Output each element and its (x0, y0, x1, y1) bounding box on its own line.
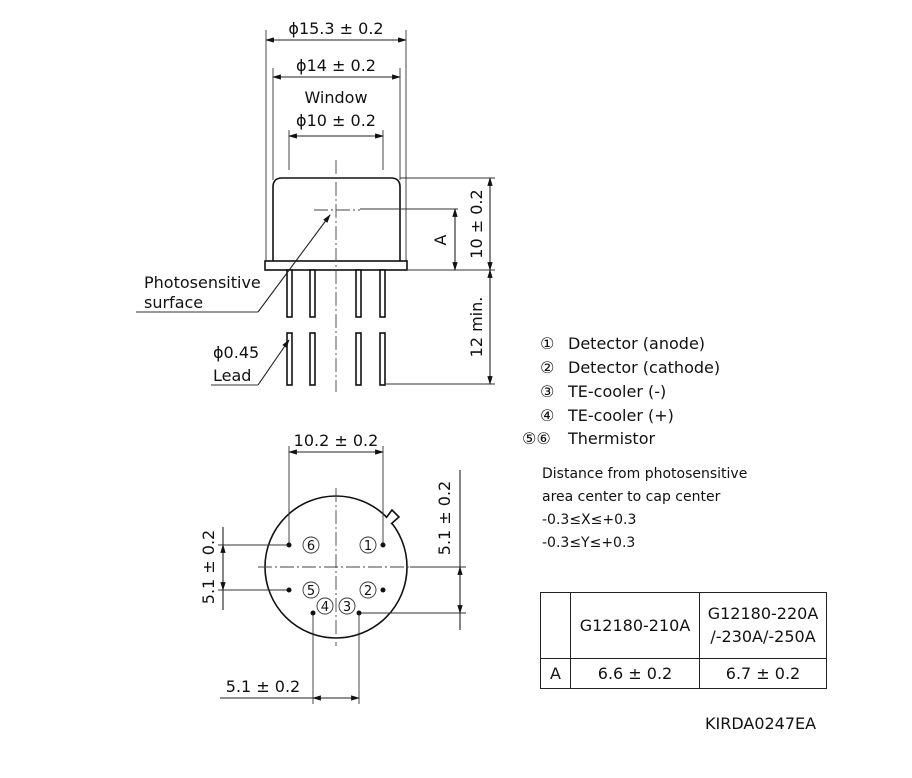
cap-body (272, 177, 401, 264)
svg-text:3: 3 (343, 600, 351, 615)
dim-pitch-x-text: 10.2 ± 0.2 (294, 431, 379, 450)
table-value-210a: 6.6 ± 0.2 (570, 658, 700, 689)
side-view: ϕ15.3 ± 0.2 ϕ14 ± 0.2 Window ϕ10 ± 0.2 A… (136, 19, 495, 392)
legend-item-5: ⑤⑥ Thermistor (522, 429, 655, 448)
dim-window-text: ϕ10 ± 0.2 (296, 111, 376, 130)
svg-text:②: ② (540, 358, 554, 377)
note-line-3: -0.3≤X≤+0.3 (542, 512, 636, 528)
leads (286, 269, 386, 386)
svg-text:Detector (cathode): Detector (cathode) (568, 358, 720, 377)
pin-2: 2 (359, 581, 386, 599)
table-header-220a: G12180-220A /-230A/-250A (699, 592, 827, 659)
dim-outer-text: ϕ15.3 ± 0.2 (288, 19, 383, 38)
dim-height-text: 10 ± 0.2 (467, 189, 486, 258)
note-line-1: Distance from photosensitive (542, 466, 747, 482)
svg-text:③: ③ (540, 382, 554, 401)
dim-left-v-text: 5.1 ± 0.2 (199, 530, 218, 604)
pin-1: 1 (359, 536, 386, 554)
dim-lead-length-text: 12 min. (467, 297, 486, 358)
svg-text:5: 5 (307, 584, 315, 599)
pin-5: 5 (286, 581, 320, 599)
pin-3: 3 (338, 597, 362, 616)
svg-text:TE-cooler (+): TE-cooler (+) (567, 406, 674, 425)
lead-dim-text: ϕ0.45 (213, 343, 259, 362)
legend-item-2: ② Detector (cathode) (540, 358, 720, 377)
window-label: Window (304, 88, 367, 107)
note-line-4: -0.3≤Y≤+0.3 (542, 535, 635, 551)
pin-legend: ① Detector (anode) ② Detector (cathode) … (522, 334, 720, 448)
legend-item-4: ④ TE-cooler (+) (540, 406, 674, 425)
legend-item-1: ① Detector (anode) (540, 334, 705, 353)
a-dimension-table: G12180-210A G12180-220A /-230A/-250A A 6… (540, 592, 827, 689)
svg-text:6: 6 (307, 539, 315, 554)
table-row-label: A (540, 658, 571, 689)
table-header-220a-line2: /-230A/-250A (710, 626, 816, 646)
legend-item-3: ③ TE-cooler (-) (540, 382, 666, 401)
svg-text:4: 4 (321, 600, 329, 615)
lead-label: Lead (213, 366, 251, 385)
svg-text:Thermistor: Thermistor (567, 429, 655, 448)
note-line-2: area center to cap center (542, 489, 721, 505)
table-corner-cell (540, 592, 571, 659)
svg-text:Detector (anode): Detector (anode) (568, 334, 705, 353)
svg-text:1: 1 (364, 539, 372, 554)
svg-text:TE-cooler (-): TE-cooler (-) (567, 382, 666, 401)
drawing-code: KIRDA0247EA (705, 714, 817, 733)
svg-text:④: ④ (540, 406, 554, 425)
photosensitive-label-1: Photosensitive (144, 273, 261, 292)
bottom-view: 10.2 ± 0.2 5.1 ± 0.2 5.1 ± 0.2 5.1 ± 0.2… (199, 431, 466, 704)
pin-4: 4 (310, 597, 334, 616)
table-value-220a: 6.7 ± 0.2 (699, 658, 827, 689)
note: Distance from photosensitive area center… (542, 466, 747, 551)
dim-right-v-text: 5.1 ± 0.2 (435, 481, 454, 555)
index-tab (385, 508, 401, 525)
svg-text:2: 2 (364, 584, 372, 599)
photosensitive-label-2: surface (144, 293, 203, 312)
table-header-210a: G12180-210A (570, 592, 700, 659)
pin-6: 6 (286, 536, 320, 554)
dim-a-text: A (431, 234, 450, 245)
dim-cap-text: ϕ14 ± 0.2 (296, 56, 376, 75)
table-header-220a-line1: G12180-220A (707, 604, 819, 624)
svg-text:⑤⑥: ⑤⑥ (522, 429, 551, 448)
dim-bottom-x-text: 5.1 ± 0.2 (226, 677, 300, 696)
svg-text:①: ① (540, 334, 554, 353)
